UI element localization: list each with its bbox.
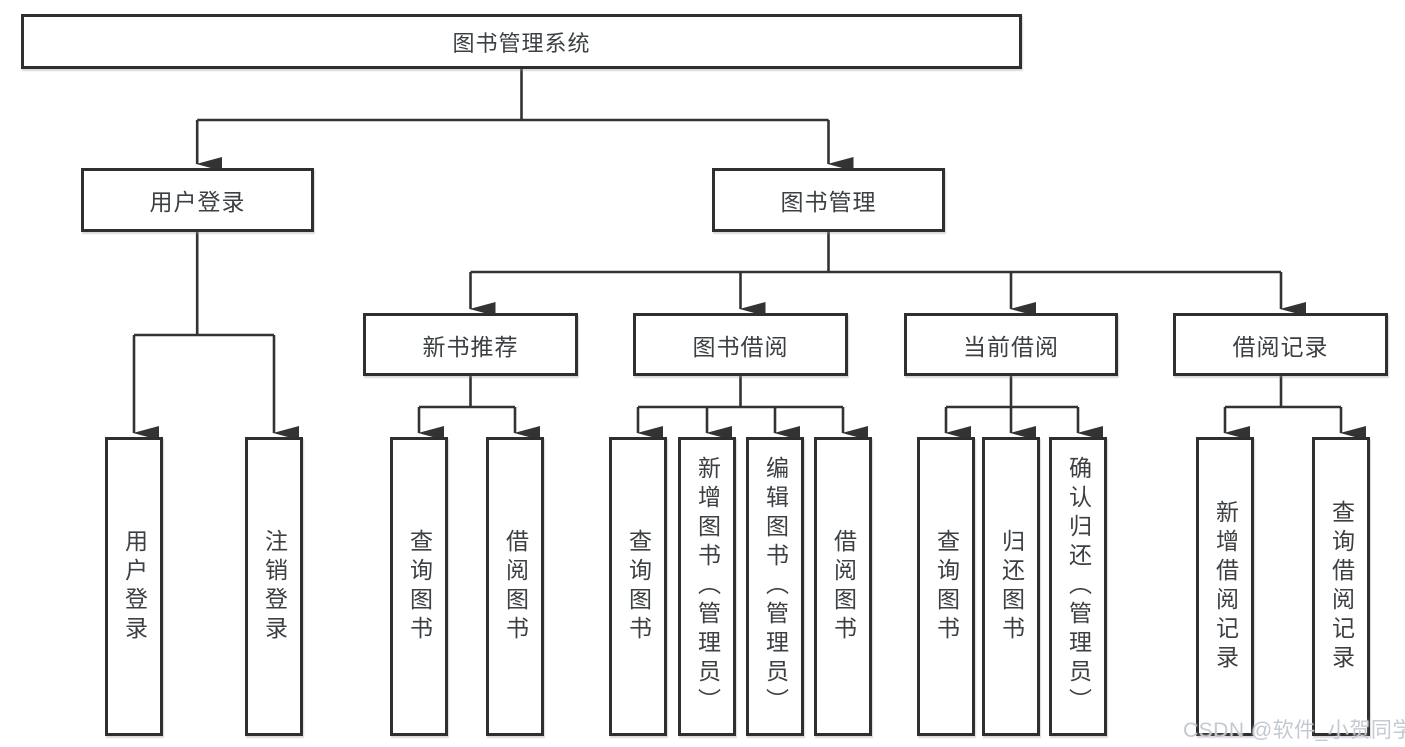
node-book-borrowing: 图书借阅 [633, 313, 848, 376]
leaf-newbook-borrow-books-label: 借阅图书 [502, 528, 529, 645]
node-book-borrowing-label: 图书借阅 [692, 333, 789, 360]
leaf-current-query-books-label: 查询图书 [933, 528, 960, 645]
node-new-book-recommend-label: 新书推荐 [422, 333, 519, 360]
leaf-borrow-books: 借阅图书 [814, 437, 872, 736]
leaf-newbook-borrow-books: 借阅图书 [486, 437, 544, 736]
leaf-borrow-books-label: 借阅图书 [830, 528, 857, 645]
node-book-management-branch-label: 图书管理 [780, 189, 877, 215]
node-user-login-branch: 用户登录 [81, 168, 314, 232]
leaf-current-query-books: 查询图书 [917, 437, 975, 736]
leaf-add-books-admin: 新增图书（管理员） [678, 437, 736, 736]
leaf-add-books-admin-label: 新增图书（管理员） [694, 456, 721, 717]
leaf-add-borrow-record-label: 新增借阅记录 [1212, 499, 1239, 674]
node-current-borrowing: 当前借阅 [904, 313, 1118, 376]
node-user-login-branch-label: 用户登录 [149, 189, 246, 215]
leaf-query-borrow-record-label: 查询借阅记录 [1328, 499, 1355, 674]
node-root-system-label: 图书管理系统 [452, 30, 591, 56]
leaf-edit-books-admin: 编辑图书（管理员） [746, 437, 804, 736]
node-new-book-recommend: 新书推荐 [363, 313, 578, 376]
node-current-borrowing-label: 当前借阅 [963, 333, 1059, 360]
leaf-borrowing-query-books-label: 查询图书 [625, 528, 652, 645]
node-root-system: 图书管理系统 [21, 14, 1022, 69]
node-borrow-records-label: 借阅记录 [1232, 333, 1329, 360]
leaf-logout-label: 注销登录 [261, 528, 288, 645]
node-book-management-branch: 图书管理 [712, 168, 945, 232]
leaf-confirm-return-admin: 确认归还（管理员） [1049, 437, 1107, 736]
leaf-return-books-label: 归还图书 [998, 528, 1025, 645]
node-borrow-records: 借阅记录 [1173, 313, 1388, 376]
leaf-add-borrow-record: 新增借阅记录 [1196, 437, 1254, 736]
leaf-newbook-query-books: 查询图书 [390, 437, 448, 736]
leaf-user-login-label: 用户登录 [121, 528, 148, 645]
leaf-logout: 注销登录 [245, 437, 303, 736]
csdn-watermark: CSDN @软件_小贺同学 [1183, 719, 1405, 742]
leaf-confirm-return-admin-label: 确认归还（管理员） [1065, 456, 1092, 717]
leaf-return-books: 归还图书 [982, 437, 1040, 736]
leaf-newbook-query-books-label: 查询图书 [406, 528, 433, 645]
leaf-edit-books-admin-label: 编辑图书（管理员） [762, 456, 789, 717]
leaf-borrowing-query-books: 查询图书 [609, 437, 667, 736]
leaf-user-login: 用户登录 [105, 437, 163, 736]
leaf-query-borrow-record: 查询借阅记录 [1312, 437, 1370, 736]
